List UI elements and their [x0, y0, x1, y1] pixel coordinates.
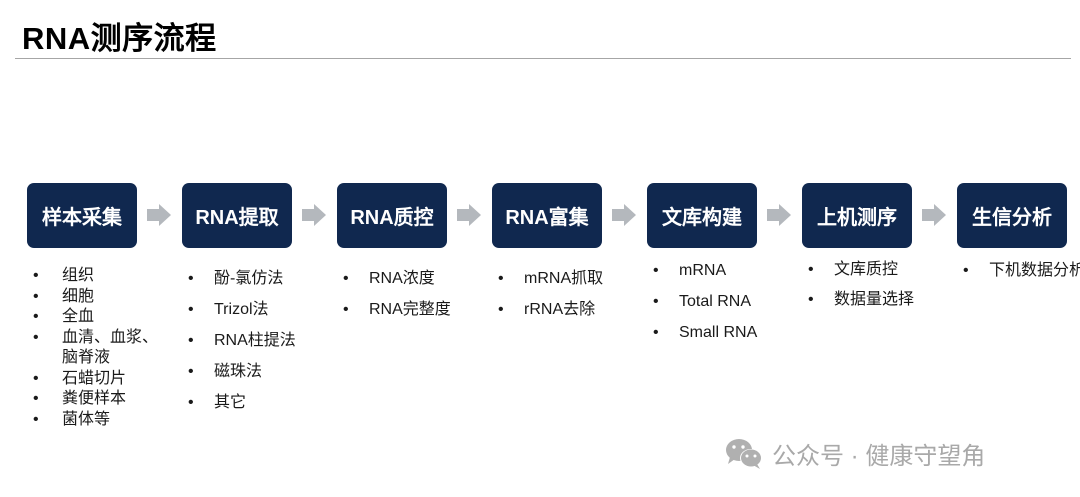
step-detail-list: • 文库质控 • 数据量选择: [808, 255, 914, 315]
bullet-icon: •: [343, 270, 349, 287]
list-item: • RNA完整度: [343, 294, 451, 325]
list-item: • RNA柱提法: [188, 325, 296, 356]
list-item: • 粪便样本: [33, 389, 158, 410]
list-item-text: Total RNA: [679, 293, 752, 310]
step-box: 生信分析: [957, 183, 1067, 248]
list-item: • 全血: [33, 307, 158, 328]
list-item-text: mRNA抓取: [524, 270, 604, 287]
bullet-icon: •: [498, 270, 504, 287]
step-box: 样本采集: [27, 183, 137, 248]
list-item: • 其它: [188, 387, 296, 418]
step-box: 上机测序: [802, 183, 912, 248]
list-item-text: 石蜡切片: [62, 369, 127, 387]
arrow-right-icon: [767, 204, 791, 226]
arrow-right-icon: [147, 204, 171, 226]
list-item-text: rRNA去除: [524, 301, 596, 318]
list-item-text: 磁珠法: [214, 363, 263, 380]
list-item-text: 全血: [62, 308, 95, 325]
bullet-icon: •: [343, 301, 349, 318]
list-item-text: 下机数据分析: [989, 262, 1080, 279]
list-item-text: RNA完整度: [369, 301, 451, 318]
step-detail-list: • mRNA • Total RNA • Small RNA: [653, 255, 757, 348]
list-item: • 组织: [33, 266, 158, 287]
arrow-right-icon: [457, 204, 481, 226]
list-item-text: Trizol法: [214, 301, 269, 318]
list-item: • 数据量选择: [808, 285, 914, 315]
list-item: • 磁珠法: [188, 356, 296, 387]
list-item: • RNA浓度: [343, 263, 451, 294]
list-item-text: 文库质控: [834, 261, 899, 278]
bullet-icon: •: [498, 301, 504, 318]
step-detail-list: • mRNA抓取 • rRNA去除: [498, 263, 603, 325]
list-item: • Trizol法: [188, 294, 296, 325]
bullet-icon: •: [963, 262, 969, 279]
list-item-text: 组织: [62, 267, 95, 284]
list-item-text: 细胞: [62, 287, 95, 305]
list-item: • 酚-氯仿法: [188, 263, 296, 294]
list-item: • 血清、血浆、 脑脊液: [33, 328, 158, 369]
list-item-text: 血清、血浆、 脑脊液: [62, 328, 159, 367]
bullet-icon: •: [188, 332, 194, 349]
arrow-right-icon: [922, 204, 946, 226]
page-title: RNA测序流程: [22, 21, 217, 56]
bullet-icon: •: [188, 363, 194, 380]
watermark-text: 公众号 · 健康守望角: [772, 443, 986, 470]
list-item: • Total RNA: [653, 286, 757, 317]
title-divider: [15, 58, 1071, 59]
bullet-icon: •: [653, 324, 659, 341]
bullet-icon: •: [33, 267, 39, 284]
bullet-icon: •: [653, 293, 659, 310]
list-item-text: 其它: [214, 394, 247, 411]
step-box: RNA富集: [492, 183, 602, 248]
arrow-right-icon: [612, 204, 636, 226]
bullet-icon: •: [33, 308, 39, 325]
bullet-icon: •: [33, 287, 39, 305]
list-item-text: RNA柱提法: [214, 332, 296, 349]
step-detail-list: • 下机数据分析: [963, 255, 1080, 286]
step-detail-list: • RNA浓度 • RNA完整度: [343, 263, 451, 325]
list-item: • 下机数据分析: [963, 255, 1080, 286]
bullet-icon: •: [188, 301, 194, 318]
bullet-icon: •: [33, 410, 39, 428]
bullet-icon: •: [808, 291, 814, 308]
list-item: • 菌体等: [33, 410, 158, 431]
list-item-text: RNA浓度: [369, 270, 435, 287]
list-item-text: Small RNA: [679, 324, 758, 341]
list-item: • Small RNA: [653, 317, 757, 348]
step-detail-list: • 组织 • 细胞 • 全血 • 血清、血浆、 脑脊液 • 石蜡切片 • 粪便样本 • 菌体等: [33, 266, 158, 430]
list-item: • 细胞: [33, 287, 158, 308]
list-item: • 石蜡切片: [33, 369, 158, 390]
list-item-text: 粪便样本: [62, 390, 127, 407]
list-item: • 文库质控: [808, 255, 914, 285]
bullet-icon: •: [188, 394, 194, 411]
bullet-icon: •: [808, 261, 814, 278]
arrow-right-icon: [302, 204, 326, 226]
bullet-icon: •: [33, 328, 39, 346]
list-item: • mRNA抓取: [498, 263, 603, 294]
wechat-icon: [726, 438, 762, 469]
bullet-icon: •: [188, 270, 194, 287]
bullet-icon: •: [33, 369, 39, 387]
list-item-text: mRNA: [679, 262, 727, 279]
step-detail-list: • 酚-氯仿法 • Trizol法 • RNA柱提法 • 磁珠法 • 其它: [188, 263, 296, 418]
bullet-icon: •: [653, 262, 659, 279]
bullet-icon: •: [33, 390, 39, 407]
watermark: 公众号 · 健康守望角: [724, 436, 985, 471]
step-box: 文库构建: [647, 183, 757, 248]
list-item: • mRNA: [653, 255, 757, 286]
list-item-text: 酚-氯仿法: [214, 270, 284, 287]
list-item-text: 菌体等: [62, 410, 111, 428]
step-box: RNA提取: [182, 183, 292, 248]
list-item: • rRNA去除: [498, 294, 603, 325]
step-box: RNA质控: [337, 183, 447, 248]
list-item-text: 数据量选择: [834, 291, 915, 308]
